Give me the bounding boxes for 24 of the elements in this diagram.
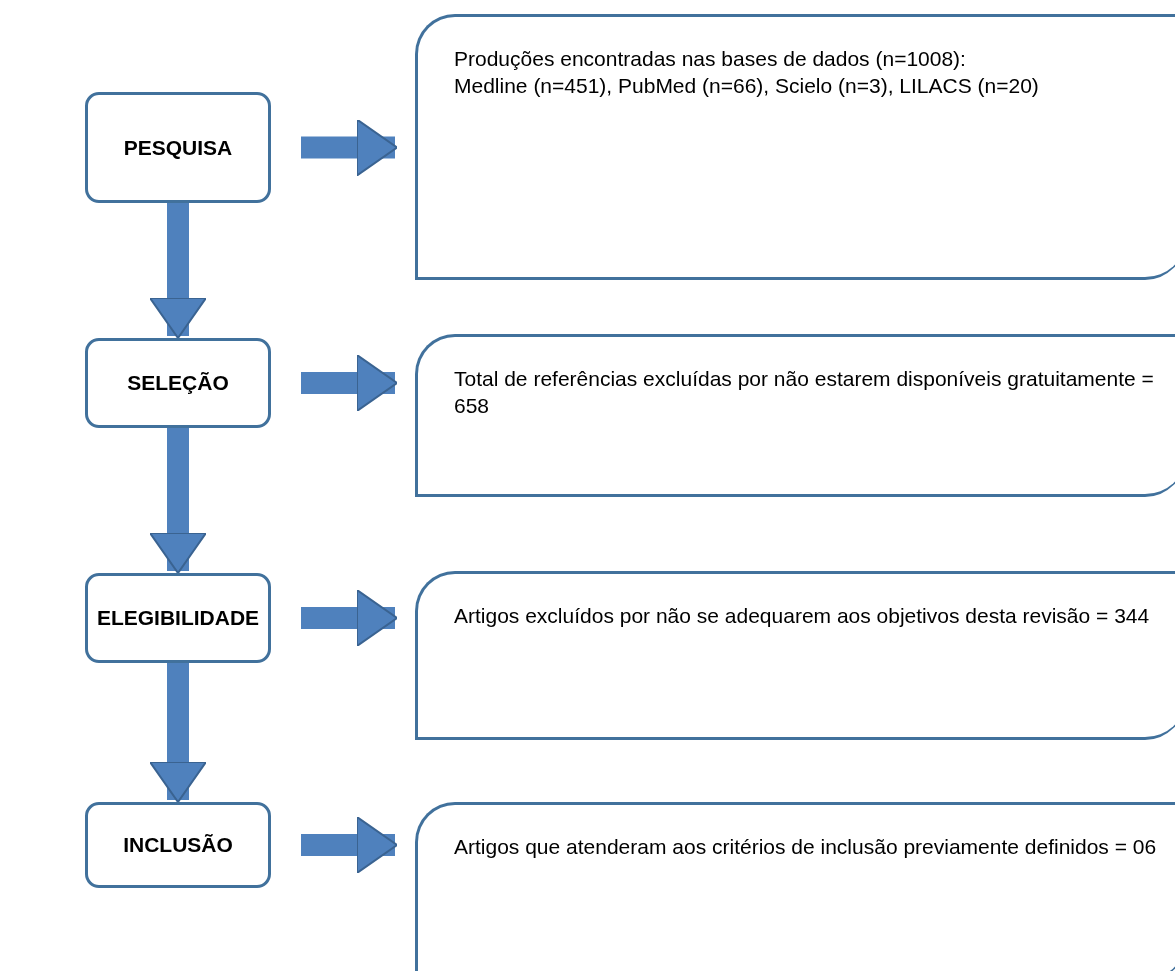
stage-box: [85, 802, 271, 888]
result-box: [415, 571, 1175, 740]
result-box: [415, 802, 1175, 971]
result-text: Artigos excluídos por não se adequarem aos objetivos desta revisão = 344: [454, 603, 1151, 629]
result-text: Artigos que atenderam aos critérios de inclusão previamente definidos = 06: [454, 834, 1158, 860]
block-arrow: [301, 816, 398, 874]
result-box: [415, 334, 1175, 497]
result-text: Total de referências excluídas por não estarem disponíveis gratuitamente = 658: [454, 366, 1155, 420]
stage-label: PESQUISA: [123, 135, 233, 160]
result-box: [415, 14, 1175, 280]
block-arrow: [149, 663, 207, 803]
result-text: Produções encontradas nas bases de dados (n=1008):: [454, 46, 967, 72]
stage-box: [85, 92, 271, 203]
stage-label: INCLUSÃO: [123, 833, 233, 857]
block-arrow: [301, 589, 398, 647]
stage-box: [85, 338, 271, 428]
block-arrow: [301, 354, 398, 412]
block-arrow: [149, 428, 207, 574]
stage-box: [85, 573, 271, 663]
stage-label: SELEÇÃO: [127, 371, 229, 395]
block-arrow: [149, 203, 207, 339]
result-text: Medline (n=451), PubMed (n=66), Scielo (n=3), LILACS (n=20): [454, 73, 1040, 100]
block-arrow: [301, 118, 398, 177]
stage-label: ELEGIBILIDADE: [96, 606, 260, 630]
